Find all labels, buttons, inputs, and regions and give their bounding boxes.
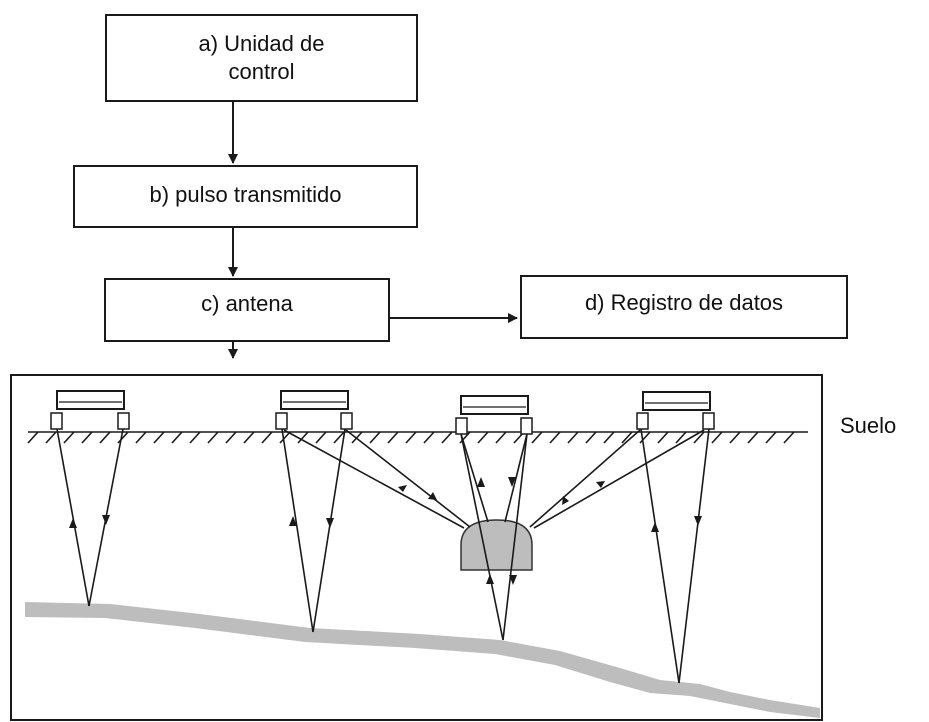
- antenna-unit-1: [50, 390, 130, 430]
- control-unit-box: a) Unidad de control: [105, 14, 418, 102]
- ray-paths: [56, 428, 710, 684]
- buried-object: [460, 519, 533, 571]
- cross-section-frame: [10, 374, 823, 721]
- flow-arrows: [228, 102, 518, 359]
- data-log-box: d) Registro de datos: [520, 275, 848, 339]
- reflecting-layer: [25, 602, 820, 718]
- ray-arrowheads: [69, 477, 702, 585]
- data-log-label: d) Registro de datos: [584, 290, 784, 315]
- ground-surface: [27, 431, 808, 444]
- antenna-units: [50, 390, 715, 435]
- transmitted-pulse-label: b) pulso transmitido: [149, 182, 342, 207]
- ground-label: Suelo: [840, 413, 897, 438]
- antenna-label: c) antena: [201, 291, 293, 316]
- antenna-unit-3: [455, 395, 533, 435]
- transmitted-pulse-box: b) pulso transmitido: [73, 165, 418, 228]
- antenna-unit-2: [275, 390, 353, 430]
- antenna-unit-4: [636, 391, 715, 430]
- antenna-box: c) antena: [104, 278, 390, 342]
- control-unit-label: a) Unidad de control: [198, 31, 325, 84]
